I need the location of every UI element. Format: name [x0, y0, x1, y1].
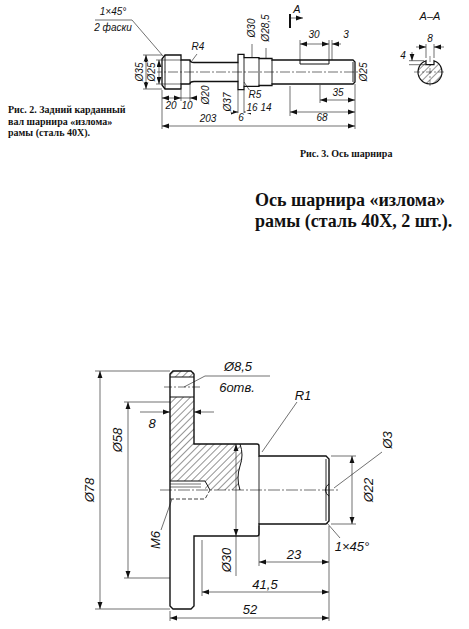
thread-label: M6 [149, 530, 162, 550]
diameter-label: Ø30 [220, 547, 233, 574]
dimension-lines-fig2-part [290, 84, 355, 129]
dimension-lines-fig3-part [170, 618, 329, 619]
dimension-label: 35 [331, 88, 344, 98]
diameter-label: Ø30 [247, 18, 257, 39]
hinge-axle-part [160, 490, 340, 491]
dimension-label: 20 [164, 101, 177, 111]
hinge-axle-part [164, 387, 200, 388]
dimension-lines-fig2-part [181, 98, 190, 99]
diameter-label: Ø3 [381, 430, 394, 449]
dimension-lines-fig2-part [332, 44, 341, 45]
chamfer-note: 1×45° [99, 7, 128, 17]
dimension-lines-fig2-part [300, 40, 332, 60]
dimension-lines-fig3-part [236, 536, 237, 576]
dimension-label: 8 [147, 417, 156, 430]
dimension-lines-fig3-part [262, 402, 297, 452]
dimension-lines-fig2-part [252, 44, 266, 58]
diameter-label: Ø25 [359, 62, 369, 83]
dimension-lines-fig2-part [143, 55, 162, 89]
diameter-label: Ø37 [223, 92, 233, 113]
dimension-lines-fig2-part [409, 61, 426, 65]
hinge-axle-part [170, 484, 201, 487]
dimension-lines-fig3-part [194, 412, 214, 413]
diameter-label: Ø58 [111, 427, 124, 454]
dimension-label: 203 [199, 114, 218, 124]
dimension-lines-fig2-part [162, 98, 181, 99]
section-letter: А [292, 4, 301, 15]
dimension-lines-fig3-part [100, 371, 101, 609]
radius-label: R5 [248, 90, 263, 100]
dimension-lines-fig3-part [128, 402, 129, 578]
dimension-lines-fig2-part [159, 60, 160, 84]
dimension-lines-fig3-part [352, 456, 353, 524]
dimension-lines-fig3-part [334, 452, 382, 488]
dimension-lines-fig2-part [162, 126, 355, 127]
dimension-lines-fig3-part [202, 592, 329, 593]
dimension-lines-fig3 [95, 371, 382, 621]
dimension-lines-fig2-part [289, 14, 291, 28]
dimension-label: 30 [307, 30, 320, 40]
dimension-label: 52 [242, 603, 258, 616]
radius-label: R4 [191, 42, 206, 52]
diameter-label: Ø78 [83, 477, 96, 504]
dimension-label: 68 [315, 113, 328, 123]
dimension-lines-fig2-part [300, 44, 329, 45]
figure-caption: Рис. 2. Задний карданный вал шарнира «из… [8, 104, 126, 139]
dimension-lines-fig3-part [236, 444, 237, 536]
hinge-axle-part [238, 444, 242, 490]
dimension-lines-fig3-part [124, 402, 170, 578]
dimension-label: 23 [286, 548, 302, 561]
dimension-lines-fig2-part [290, 18, 303, 19]
diameter-label: Ø8,5 [223, 360, 253, 373]
dimension-label: 8 [426, 34, 434, 44]
dimension-label: 16 [245, 103, 258, 113]
cardan-shaft-part [152, 72, 362, 73]
hinge-axle-part [170, 490, 210, 499]
hole-count-note: 6отв. [218, 381, 256, 394]
dimension-label: 41,5 [251, 578, 278, 591]
dimension-label: 10 [180, 101, 193, 111]
radius-label: R1 [294, 389, 313, 402]
dimension-label: 6 [237, 113, 245, 123]
dimension-lines-fig2-part [320, 100, 355, 101]
dimension-lines-fig2-part [416, 47, 426, 48]
diameter-label: Ø22 [362, 477, 375, 504]
diameter-label: Ø20 [201, 85, 211, 106]
dimension-lines-fig2-part [190, 98, 197, 99]
dimension-lines-fig3-part [331, 456, 356, 524]
dimension-lines-fig2-part [191, 54, 197, 62]
dimension-label: 4 [399, 51, 407, 61]
drawing-title: Ось шарнира «излома» рамы (сталь 40Х, 2 … [255, 190, 460, 231]
dimension-lines-fig2 [95, 14, 444, 129]
chamfer-note: 1×45° [334, 540, 370, 553]
dimension-label: 3 [342, 30, 350, 40]
hinge-axle-part [170, 377, 210, 490]
dimension-lines-fig3-part [95, 371, 170, 609]
dimension-lines-fig3-part [140, 412, 170, 413]
cardan-shaft-part [300, 60, 329, 64]
chamfer-note: 2 фаски [93, 23, 133, 33]
dimension-lines-fig2-part [434, 47, 444, 48]
figure-caption: Рис. 3. Ось шарнира [300, 148, 460, 160]
dimension-lines-fig2-part [238, 90, 244, 115]
section-title: А–А [419, 11, 442, 22]
dimension-label: 14 [259, 103, 272, 113]
dimension-lines-fig2-part [156, 60, 181, 84]
dimension-lines-fig2-part [426, 44, 434, 58]
cardan-shaft [152, 54, 362, 89]
section-a-a-part [430, 56, 431, 88]
diameter-label: Ø25 [147, 62, 157, 83]
dimension-lines-fig2-part [412, 52, 413, 61]
diameter-label: Ø28,5 [261, 13, 271, 42]
dimension-lines-fig3-part [161, 499, 172, 530]
diameter-label: Ø35 [135, 62, 145, 83]
dimension-lines-fig3-part [259, 562, 329, 563]
hinge-axle [160, 371, 340, 609]
dimension-lines-fig3-part [170, 526, 329, 621]
